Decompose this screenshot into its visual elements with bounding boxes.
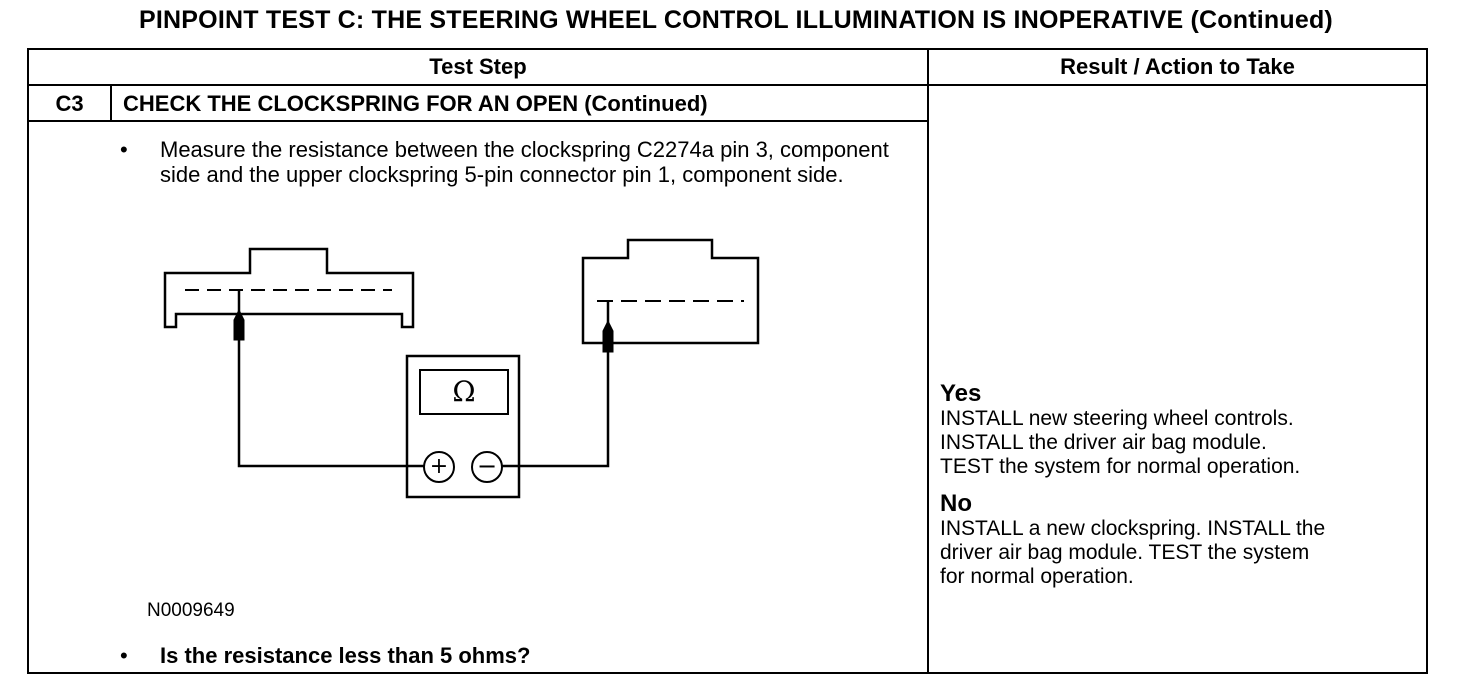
result-yes: Yes INSTALL new steering wheel controls.… bbox=[940, 381, 1420, 479]
test-table bbox=[27, 48, 1428, 674]
left-probe-tip bbox=[233, 308, 245, 341]
header-test-step: Test Step bbox=[429, 54, 527, 79]
ohm-symbol: Ω bbox=[452, 375, 476, 408]
yes-action: TEST the system for normal operation. bbox=[940, 455, 1301, 478]
header-divider bbox=[27, 84, 1428, 86]
step-title: CHECK THE CLOCKSPRING FOR AN OPEN (Conti… bbox=[123, 91, 708, 116]
bullet: • bbox=[120, 643, 128, 668]
instruction-text: Measure the resistance between the clock… bbox=[160, 137, 889, 187]
right-probe-tip bbox=[602, 319, 614, 353]
header-result: Result / Action to Take bbox=[1060, 54, 1295, 79]
question-text: Is the resistance less than 5 ohms? bbox=[160, 643, 531, 668]
no-action: INSTALL a new clockspring. INSTALL the bbox=[940, 517, 1326, 540]
figure-id: N0009649 bbox=[147, 600, 235, 621]
left-connector-outline bbox=[163, 247, 415, 329]
step-id: C3 bbox=[55, 91, 84, 116]
multimeter-body bbox=[405, 354, 521, 499]
page-title: PINPOINT TEST C: THE STEERING WHEEL CONT… bbox=[139, 6, 1333, 34]
yes-action: INSTALL the driver air bag module. bbox=[940, 431, 1267, 454]
plus-symbol: + bbox=[429, 454, 449, 479]
positive-lead bbox=[237, 320, 424, 468]
no-label: No bbox=[940, 490, 972, 517]
column-divider bbox=[927, 48, 929, 674]
no-action: for normal operation. bbox=[940, 565, 1134, 588]
multimeter-display bbox=[419, 369, 509, 415]
no-action: driver air bag module. TEST the system bbox=[940, 541, 1310, 564]
negative-lead bbox=[502, 332, 610, 468]
step-title-divider bbox=[27, 120, 929, 122]
bullet: • bbox=[120, 137, 128, 162]
result-no: No INSTALL a new clockspring. INSTALL th… bbox=[940, 491, 1420, 589]
yes-label: Yes bbox=[940, 380, 982, 407]
step-id-divider bbox=[110, 84, 112, 122]
minus-symbol: − bbox=[476, 452, 498, 480]
yes-action: INSTALL new steering wheel controls. bbox=[940, 407, 1294, 430]
right-connector-outline bbox=[581, 238, 760, 345]
